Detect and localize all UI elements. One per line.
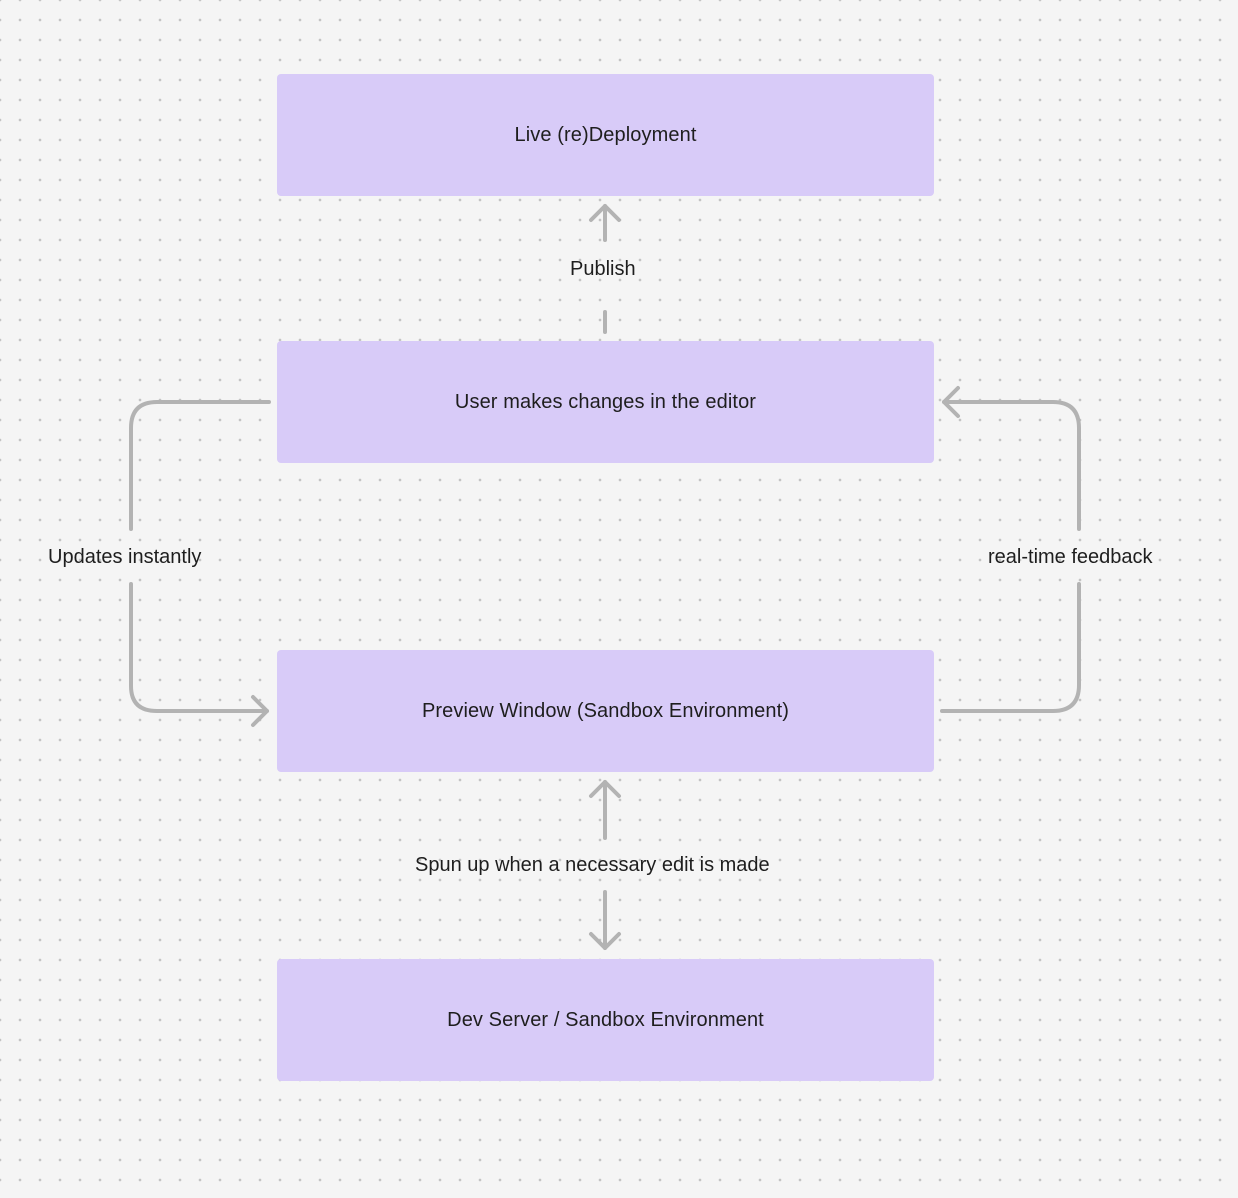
feedback-line-upper xyxy=(942,400,1081,531)
node-dev-server[interactable]: Dev Server / Sandbox Environment xyxy=(277,959,934,1081)
spun-up-arrowhead-up xyxy=(589,780,621,798)
node-live-deployment[interactable]: Live (re)Deployment xyxy=(277,74,934,196)
spun-up-connector xyxy=(589,780,621,950)
node-user-changes-label: User makes changes in the editor xyxy=(454,390,757,413)
updates-instantly-connector xyxy=(129,400,271,727)
feedback-line-lower xyxy=(940,582,1081,713)
node-dev-server-label: Dev Server / Sandbox Environment xyxy=(447,1008,764,1031)
node-user-changes[interactable]: User makes changes in the editor xyxy=(277,341,934,463)
feedback-arrowhead xyxy=(942,386,960,418)
spun-up-arrowhead-down xyxy=(589,932,621,950)
publish-arrowhead xyxy=(589,204,621,222)
publish-connector xyxy=(589,204,621,334)
realtime-feedback-connector xyxy=(940,386,1081,713)
edge-label-realtime-feedback: real-time feedback xyxy=(988,546,1153,568)
updates-arrowhead xyxy=(251,695,269,727)
node-preview-window[interactable]: Preview Window (Sandbox Environment) xyxy=(277,650,934,772)
edge-label-publish: Publish xyxy=(570,258,636,280)
edge-label-spun-up: Spun up when a necessary edit is made xyxy=(415,854,770,876)
node-live-deployment-label: Live (re)Deployment xyxy=(514,123,697,146)
updates-line-upper xyxy=(129,400,271,531)
updates-line-lower xyxy=(129,582,269,713)
edge-label-updates-instantly: Updates instantly xyxy=(48,546,202,568)
node-preview-window-label: Preview Window (Sandbox Environment) xyxy=(421,699,790,722)
